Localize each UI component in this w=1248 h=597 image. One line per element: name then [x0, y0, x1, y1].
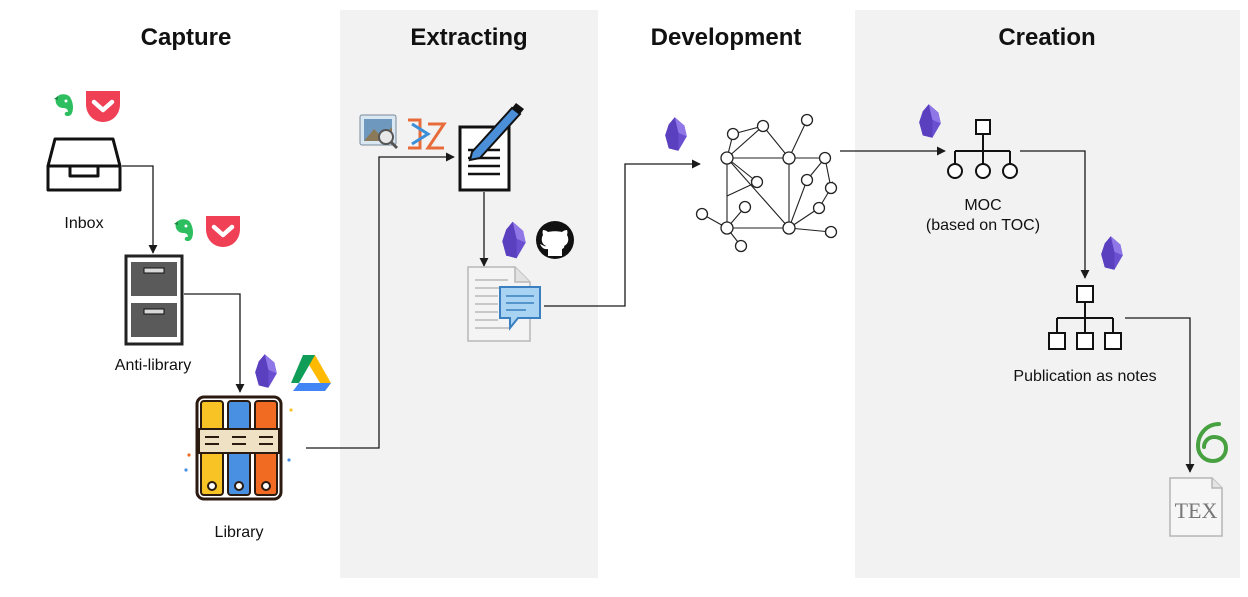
filing-cabinet-icon — [124, 254, 184, 346]
evernote-icon — [174, 219, 194, 242]
lane-title-capture: Capture — [141, 24, 232, 51]
lane-title-creation: Creation — [998, 24, 1095, 51]
inbox-tray-icon — [46, 137, 122, 192]
document-pen-icon — [458, 103, 524, 192]
hierarchy-tree-icon — [1048, 285, 1122, 350]
annotated-document-icon — [467, 266, 541, 342]
image-viewer-icon — [359, 114, 399, 150]
pocket-icon — [206, 216, 240, 247]
knowledge-graph-icon — [695, 113, 838, 253]
bookshelf-icon — [184, 395, 293, 501]
evernote-icon — [54, 94, 74, 117]
pocket-icon — [86, 91, 120, 122]
connector-moc-to-publication — [1020, 150, 1090, 279]
moc-label: MOC — [964, 197, 1001, 214]
connector-publication-to-tex — [1125, 317, 1195, 473]
google-drive-icon — [291, 355, 331, 391]
obsidian-icon — [255, 354, 277, 388]
connector-library-to-extract — [306, 152, 455, 449]
anti-library-label: Anti-library — [115, 357, 191, 374]
connector-inbox-to-anti-library — [122, 165, 158, 254]
zotero-icon — [408, 118, 447, 150]
overleaf-icon — [1195, 422, 1229, 464]
publication-label: Publication as notes — [1013, 368, 1156, 385]
moc-sublabel: (based on TOC) — [926, 217, 1040, 234]
connector-annotated-to-graph — [544, 159, 701, 307]
connector-anti-library-to-library — [184, 293, 245, 393]
github-icon — [536, 221, 574, 259]
lane-title-extracting: Extracting — [410, 24, 527, 51]
tex-logo-text: TEX — [1175, 498, 1218, 523]
graph-nodes — [695, 113, 838, 253]
library-label: Library — [215, 524, 264, 541]
inbox-label: Inbox — [64, 215, 103, 232]
hierarchy-tree-icon — [947, 119, 1018, 179]
flow-connectors — [122, 146, 1195, 473]
obsidian-icon — [665, 117, 687, 151]
tex-document-icon: TEX — [1169, 477, 1223, 537]
lane-title-development: Development — [651, 24, 802, 51]
